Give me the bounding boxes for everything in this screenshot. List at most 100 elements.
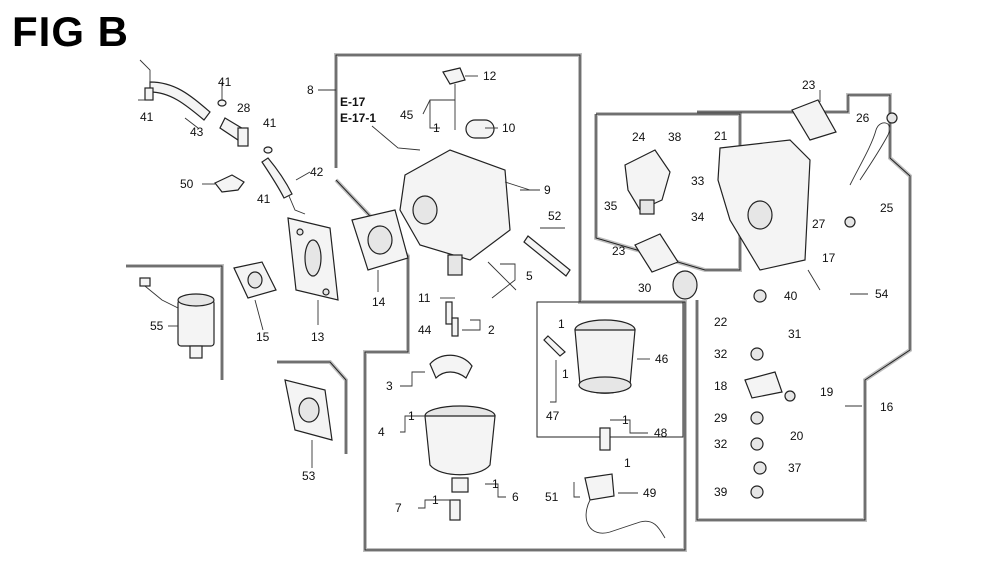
- callout: 3: [386, 379, 393, 393]
- callout: 42: [310, 165, 324, 179]
- callout: 1: [433, 121, 440, 135]
- gasket-23b: [791, 99, 837, 141]
- callout: 29: [714, 411, 728, 425]
- screw-47: [543, 335, 566, 357]
- choke-lever-24: [624, 149, 671, 215]
- reference-e17: E-17: [340, 95, 366, 109]
- carburetor-group-frame: [334, 53, 687, 552]
- callout: 49: [643, 486, 657, 500]
- callout: 8: [307, 83, 314, 97]
- callout: 55: [150, 319, 164, 333]
- reference-e17-1: E-17-1: [340, 111, 376, 125]
- leader-lines: [138, 75, 868, 509]
- governor-arm-17: [717, 139, 811, 271]
- fuel-tube-43: [139, 59, 211, 121]
- callout: 6: [512, 490, 519, 504]
- callout: 50: [180, 177, 194, 191]
- clip-50: [214, 174, 245, 193]
- idle-jet-52: [523, 235, 571, 277]
- choke-group-frame: [594, 112, 742, 272]
- callout: 10: [502, 121, 516, 135]
- callout: 34: [691, 210, 705, 224]
- gasket-23a: [634, 233, 679, 273]
- gasket-15: [233, 261, 277, 299]
- fuel-tube-42: [261, 146, 306, 215]
- float-chamber-4: [424, 405, 496, 493]
- callout: 32: [714, 437, 728, 451]
- drain-screw-7: [449, 499, 461, 521]
- insulator-frame: [277, 360, 348, 454]
- callout: 1: [408, 409, 415, 423]
- callout: 5: [526, 269, 533, 283]
- callout: 28: [237, 101, 251, 115]
- callout: 1: [624, 456, 631, 470]
- callout: 53: [302, 469, 316, 483]
- callout: 22: [714, 315, 728, 329]
- callout: 39: [714, 485, 728, 499]
- callout: 41: [218, 75, 232, 89]
- callout: 31: [788, 327, 802, 341]
- callout: 16: [880, 400, 894, 414]
- gasket-14: [351, 209, 409, 271]
- callout: 4: [378, 425, 385, 439]
- callout: 32: [714, 347, 728, 361]
- callout-numbers: 12 8 45 1 10 9 52 5 41 41 41 41 28 43 42…: [140, 69, 894, 515]
- callout: 14: [372, 295, 386, 309]
- insulator-13: [287, 217, 339, 301]
- callout: 1: [492, 477, 499, 491]
- callout: 21: [714, 129, 728, 143]
- callout: 45: [400, 108, 414, 122]
- callout: 41: [263, 116, 277, 130]
- callout: 33: [691, 174, 705, 188]
- callout: 40: [784, 289, 798, 303]
- callout: 1: [558, 317, 565, 331]
- callout: 7: [395, 501, 402, 515]
- reference-labels: E-17 E-17-1: [340, 95, 421, 151]
- callout: 46: [655, 352, 669, 366]
- float-3: [429, 354, 473, 380]
- callout: 35: [604, 199, 618, 213]
- collar-30: [672, 270, 698, 300]
- callout: 17: [822, 251, 836, 265]
- jet-48: [599, 427, 611, 451]
- callout: 20: [790, 429, 804, 443]
- insulator-53: [284, 379, 333, 441]
- callout: 2: [488, 323, 495, 337]
- callout: 12: [483, 69, 497, 83]
- callout: 30: [638, 281, 652, 295]
- callout: 15: [256, 330, 270, 344]
- callout: 9: [544, 183, 551, 197]
- callout: 25: [880, 201, 894, 215]
- callout: 23: [802, 78, 816, 92]
- control-lever-18: [744, 371, 783, 399]
- callout: 1: [622, 413, 629, 427]
- air-filter-46: [574, 319, 636, 394]
- callout: 26: [856, 111, 870, 125]
- callout: 52: [548, 209, 562, 223]
- solenoid-49: [584, 473, 666, 539]
- callout: 44: [418, 323, 432, 337]
- callout: 47: [546, 409, 560, 423]
- callout: 13: [311, 330, 325, 344]
- callout: 1: [432, 493, 439, 507]
- carburetor-body: [399, 67, 531, 291]
- callout: 11: [418, 291, 431, 305]
- callout: 1: [562, 367, 569, 381]
- governor-group-frame: [695, 93, 912, 522]
- callout: 41: [257, 192, 271, 206]
- callout: 41: [140, 110, 154, 124]
- callout: 43: [190, 125, 204, 139]
- callout: 23: [612, 244, 626, 258]
- callout: 38: [668, 130, 682, 144]
- fuel-cut-solenoid-55: [139, 277, 215, 359]
- callout: 24: [632, 130, 646, 144]
- needle-valve-11: [445, 301, 459, 337]
- callout: 18: [714, 379, 728, 393]
- governor-spring-25: [849, 122, 891, 186]
- callout: 19: [820, 385, 834, 399]
- callout: 37: [788, 461, 802, 475]
- figure-title: FIG B: [12, 8, 129, 55]
- callout: 27: [812, 217, 826, 231]
